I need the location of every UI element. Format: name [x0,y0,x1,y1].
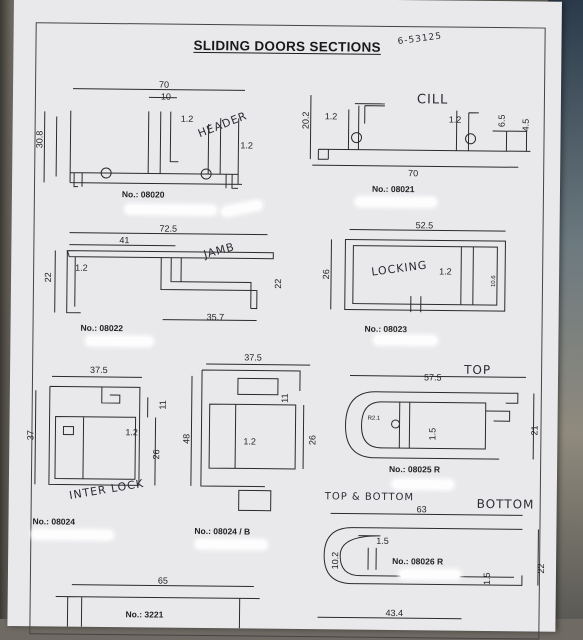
part-number-08021: No.: 08021 [372,184,415,194]
dim-jamb-wall: 1.2 [75,263,88,273]
dim-header-height: 30.8 [34,131,44,149]
part-number-08024-b: No.: 08024 / B [194,526,250,537]
dim-bottom-bottom: 1.5 [482,572,492,585]
part-number-08026: No.: 08026 R [392,556,443,567]
dim-jamb-top: 41 [119,235,129,245]
dim-bottom-width: 63 [417,504,427,514]
part-number-08022: No.: 08022 [80,323,123,333]
dim-interlock-b-right: 11 [280,393,290,402]
header-profile-drawing [44,88,245,188]
handwritten-top-bottom: TOP & BOTTOM [325,491,414,503]
dim-lower-width-2: 43.4 [386,608,404,618]
dim-interlock-inner: 26 [151,449,161,459]
dim-cill-wall-right: 1.2 [449,115,462,125]
dim-cill-height: 20.2 [301,111,311,129]
dim-jamb-right-height: 22 [273,279,283,289]
dim-top-wall: 1.5 [427,428,437,441]
part-number-08024: No.: 08024 [32,516,75,526]
dim-bottom-height: 22 [536,563,546,573]
dim-header-wall-right: 1.2 [240,140,253,150]
redaction-mark [86,337,152,346]
dim-jamb-width: 72.5 [160,224,178,234]
dim-jamb-left-height: 22 [43,272,53,282]
part-number-08023: No.: 08023 [364,324,407,334]
jamb-profile-drawing [55,232,274,320]
dim-top-radius: R2.1 [368,416,381,422]
redaction-mark [393,480,453,489]
dim-top-height: 21 [529,425,539,435]
redaction-mark [32,530,112,539]
dim-lower-width-1: 65 [158,576,168,586]
handwritten-cill: CILL [417,92,449,107]
handwritten-bottom: BOTTOM [477,497,535,512]
part-number-lower: No.: 3221 [125,609,163,619]
redaction-mark [126,205,216,214]
part-number-08020: No.: 08020 [122,189,165,199]
dim-locking-inner: 10.6 [491,275,497,287]
dim-interlock-height: 37 [25,430,35,440]
dim-header-inner: 10 [161,92,171,102]
redaction-mark [196,540,266,549]
dim-locking-wall: 1.2 [439,266,452,276]
dim-cill-lip: 6.5 [497,115,507,128]
catalog-page: SLIDING DOORS SECTIONS 6-53125 [7,0,562,632]
dim-interlock-b-height: 48 [181,434,191,444]
dim-interlock-b-inner: 26 [307,435,317,445]
redaction-mark [356,198,436,207]
dim-cill-right: 4.5 [521,119,531,132]
redaction-mark [374,336,436,345]
dim-locking-height: 26 [321,269,331,279]
dim-locking-width: 52.5 [416,220,434,230]
dim-cill-width: 70 [408,168,418,178]
dim-interlock-width: 37.5 [90,365,108,375]
dim-interlock-b-wall: 1.2 [243,436,256,446]
part-number-08025: No.: 08025 R [389,464,440,475]
dim-bottom-left: 10.2 [330,552,340,570]
dim-interlock-right: 11 [158,400,168,409]
dim-bottom-wall: 1.5 [376,536,389,546]
dim-interlock-wall: 1.2 [125,427,138,437]
redaction-mark [400,570,460,579]
handwritten-top: TOP [464,363,491,377]
dim-interlock-b-width: 37.5 [244,352,262,362]
dim-cill-wall-left: 1.2 [325,111,338,121]
dim-top-width: 57.5 [424,372,442,382]
dim-jamb-bottom: 35.7 [207,312,225,322]
dim-header-width: 70 [159,80,169,90]
dim-header-wall-top: 1.2 [181,114,194,124]
